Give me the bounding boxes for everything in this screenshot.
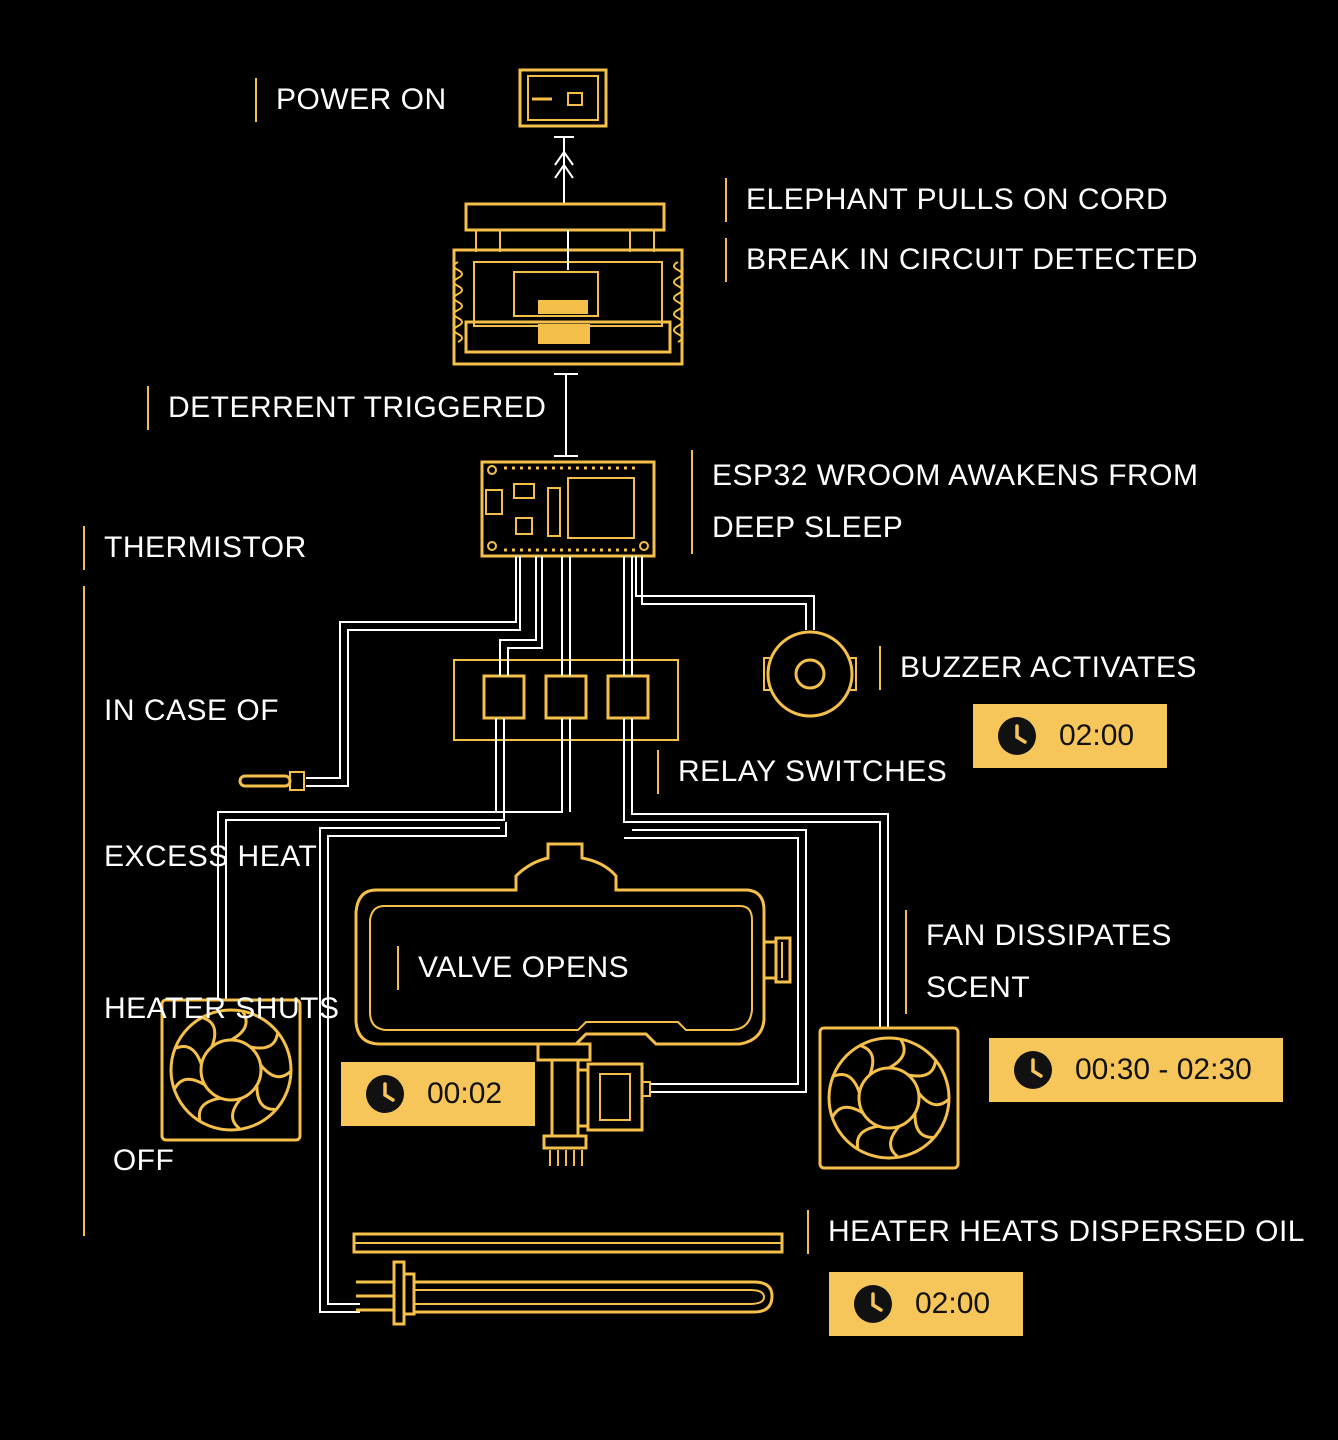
label-text: ELEPHANT PULLS ON CORD [746,183,1169,216]
label-deterrent: DETERRENT TRIGGERED [147,386,546,430]
label-text: ESP32 WROOM AWAKENS FROM [712,459,1199,492]
fan-blade [173,1077,206,1090]
label-text: DEEP SLEEP [712,511,904,544]
fan-blade [913,1112,934,1139]
clock-icon [854,1285,892,1323]
label-heater: HEATER HEATS DISPERSED OIL [807,1210,1305,1254]
timer-badge-heater: 02:00 [829,1272,1023,1336]
label-relay: RELAY SWITCHES [657,750,947,794]
label-text: BREAK IN CIRCUIT DETECTED [746,243,1198,276]
label-text: FAN DISSIPATES [926,919,1172,952]
pull-sensor-icon [452,202,684,366]
fan-icon [818,1026,960,1170]
solenoid-valve-icon [536,1042,651,1166]
timer-badge-valve: 00:02 [341,1062,535,1126]
label-text: RELAY SWITCHES [678,755,948,788]
power-switch-icon [518,68,608,128]
label-text: OFF [104,1144,175,1177]
clock-icon [1014,1051,1052,1089]
label-esp32: ESP32 WROOM AWAKENS FROM DEEP SLEEP [691,450,1199,554]
esp32-board-icon [480,460,656,558]
fan-blade [255,1084,276,1111]
fan-blade [230,1011,248,1042]
label-text: IN CASE OF [104,694,280,727]
label-text: HEATER SHUTS [104,992,340,1025]
fan-icon [160,998,302,1142]
heater-element-icon [352,1232,784,1326]
label-text: BUZZER ACTIVATES [900,651,1197,684]
label-valve: VALVE OPENS [397,946,629,990]
oil-tank-icon [354,842,792,1046]
label-break-detected: BREAK IN CIRCUIT DETECTED [725,238,1198,282]
sensor-link-icon [554,373,578,457]
wiring [217,556,889,1313]
fan-blade [202,1016,217,1048]
relay-block-icon [453,659,679,741]
timer-value: 00:02 [427,1077,503,1110]
label-buzzer: BUZZER ACTIVATES [879,646,1197,690]
arrow-icon [554,136,574,205]
label-text: POWER ON [276,83,447,116]
timer-badge-buzzer: 02:00 [973,704,1167,768]
label-text: THERMISTOR [104,531,307,564]
buzzer-icon [763,630,857,718]
fan-blade [831,1105,864,1118]
label-text: SCENT [926,971,1031,1004]
fan-blade [833,1073,861,1094]
clock-icon [366,1075,404,1113]
label-text: HEATER HEATS DISPERSED OIL [828,1215,1305,1248]
label-elephant-pulls: ELEPHANT PULLS ON CORD [725,178,1168,222]
fan-blade [231,1097,243,1130]
fan-blade [249,1032,279,1050]
label-excess-heat: IN CASE OF EXCESS HEAT HEATER SHUTS OFF [83,586,339,1236]
fan-blade [888,1039,906,1070]
label-text: EXCESS HEAT [104,840,318,873]
fan-blade [860,1044,875,1076]
timer-value: 00:30 - 02:30 [1075,1053,1252,1086]
label-text: VALVE OPENS [418,951,630,984]
timer-value: 02:00 [1059,719,1135,752]
timer-badge-fan: 00:30 - 02:30 [989,1038,1283,1102]
label-fan: FAN DISSIPATES SCENT [905,910,1172,1014]
fan-blade [197,1096,221,1121]
label-text: DETERRENT TRIGGERED [168,391,547,424]
fan-blade [175,1045,203,1066]
label-thermistor: THERMISTOR [83,526,307,570]
timer-value: 02:00 [915,1287,991,1320]
label-power-on: POWER ON [255,78,447,122]
clock-icon [998,717,1036,755]
fan-blade [907,1060,937,1078]
fan-blade [855,1124,879,1149]
thermistor-icon [238,771,305,791]
fan-blade [259,1063,292,1079]
fan-blade [889,1125,901,1158]
fan-blade [917,1091,950,1107]
